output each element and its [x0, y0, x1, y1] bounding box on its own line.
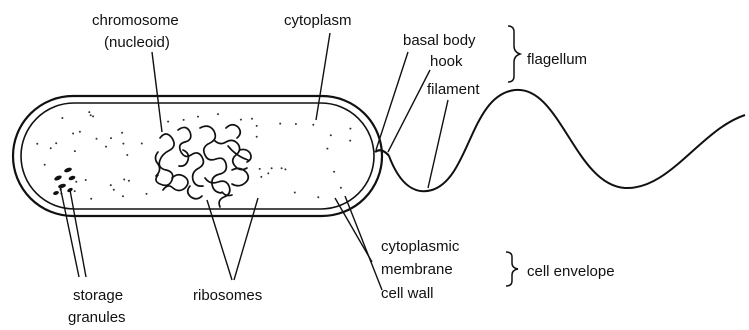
ribosome-dot: [122, 143, 124, 145]
ribosome-dot: [294, 192, 296, 194]
ribosome-dot: [333, 171, 335, 173]
ribosome-dot: [312, 124, 314, 126]
leader-hook: [388, 70, 430, 152]
ribosome-dot: [279, 123, 281, 125]
label-cytoplasm: cytoplasm: [284, 12, 352, 29]
leader-basal-body: [376, 52, 408, 150]
ribosome-dot: [110, 137, 112, 139]
ribosome-dot: [251, 118, 253, 120]
label-chromosome: chromosome: [92, 12, 179, 29]
ribosome-dot: [146, 193, 148, 195]
leader-chromosome: [152, 52, 162, 132]
ribosome-dot: [267, 172, 269, 174]
leader-cell-wall: [345, 196, 382, 290]
label-flagellum: flagellum: [527, 51, 587, 68]
ribosome-dot: [259, 168, 261, 170]
label-cell-wall: cell wall: [381, 285, 434, 302]
ribosome-dot: [61, 117, 63, 119]
ribosome-dot: [128, 180, 130, 182]
ribosome-dot: [74, 150, 76, 152]
chromosome-nucleoid: [156, 125, 252, 207]
leader-cytoplasm: [316, 33, 330, 120]
ribosome-dot: [281, 167, 283, 169]
label-hook: hook: [430, 53, 463, 70]
ribosome-dot: [110, 184, 112, 186]
ribosome-dot: [183, 119, 185, 121]
ribosome-dot: [85, 179, 87, 181]
label-nucleoid: (nucleoid): [104, 34, 170, 51]
ribosome-dot: [74, 190, 76, 192]
ribosome-dot: [256, 136, 258, 138]
ribosome-dot: [79, 131, 81, 133]
ribosome-dot: [217, 113, 219, 115]
ribosome-dot: [126, 154, 128, 156]
leader-filament: [428, 100, 448, 188]
ribosome-dot: [284, 168, 286, 170]
ribosome-dot: [123, 179, 125, 181]
ribosome-dot: [44, 164, 46, 166]
ribosome-dot: [50, 147, 52, 149]
ribosome-dot: [96, 138, 98, 140]
leader-storage-a: [60, 186, 79, 277]
ribosome-dot: [295, 123, 297, 125]
ribosome-dot: [197, 116, 199, 118]
ribosome-dot: [36, 143, 38, 145]
flagellum-brace: [508, 26, 520, 82]
ribosome-dot: [330, 134, 332, 136]
ribosome-dot: [349, 128, 351, 130]
cell-envelope-brace: [506, 252, 518, 286]
storage-granules: [53, 167, 76, 196]
ribosome-dot: [260, 176, 262, 178]
ribosome-dot: [72, 133, 74, 135]
leader-ribosomes-a: [207, 200, 232, 280]
ribosome-dot: [141, 143, 143, 145]
ribosome-dot: [121, 132, 123, 134]
ribosome-dot: [122, 195, 124, 197]
ribosome-dot: [256, 125, 258, 127]
ribosome-dot: [92, 115, 94, 117]
flagellum-filament: [389, 90, 745, 191]
ribosome-dot: [90, 198, 92, 200]
ribosome-dot: [113, 189, 115, 191]
label-granules: granules: [68, 309, 126, 326]
leader-ribosomes-b: [234, 198, 258, 280]
label-ribosomes: ribosomes: [193, 287, 262, 304]
ribosome-dot: [75, 181, 77, 183]
ribosome-dot: [317, 196, 319, 198]
ribosome-dot: [326, 148, 328, 150]
label-cell-envelope: cell envelope: [527, 263, 615, 280]
label-cytoplasmic: cytoplasmic: [381, 238, 460, 255]
ribosome-dot: [55, 142, 57, 144]
ribosome-dot: [105, 146, 107, 148]
cytoplasmic-membrane-outline: [21, 103, 374, 209]
ribosome-dot: [349, 140, 351, 142]
ribosome-dots: [36, 111, 351, 200]
label-storage: storage: [73, 287, 123, 304]
ribosome-dot: [271, 167, 273, 169]
ribosome-dot: [90, 114, 92, 116]
label-basal-body: basal body: [403, 32, 476, 49]
ribosome-dot: [340, 187, 342, 189]
ribosome-dot: [88, 111, 90, 113]
ribosome-dot: [167, 121, 169, 123]
label-membrane: membrane: [381, 261, 453, 278]
leader-storage-b: [70, 190, 86, 277]
ribosome-dot: [240, 119, 242, 121]
label-filament: filament: [427, 81, 480, 98]
